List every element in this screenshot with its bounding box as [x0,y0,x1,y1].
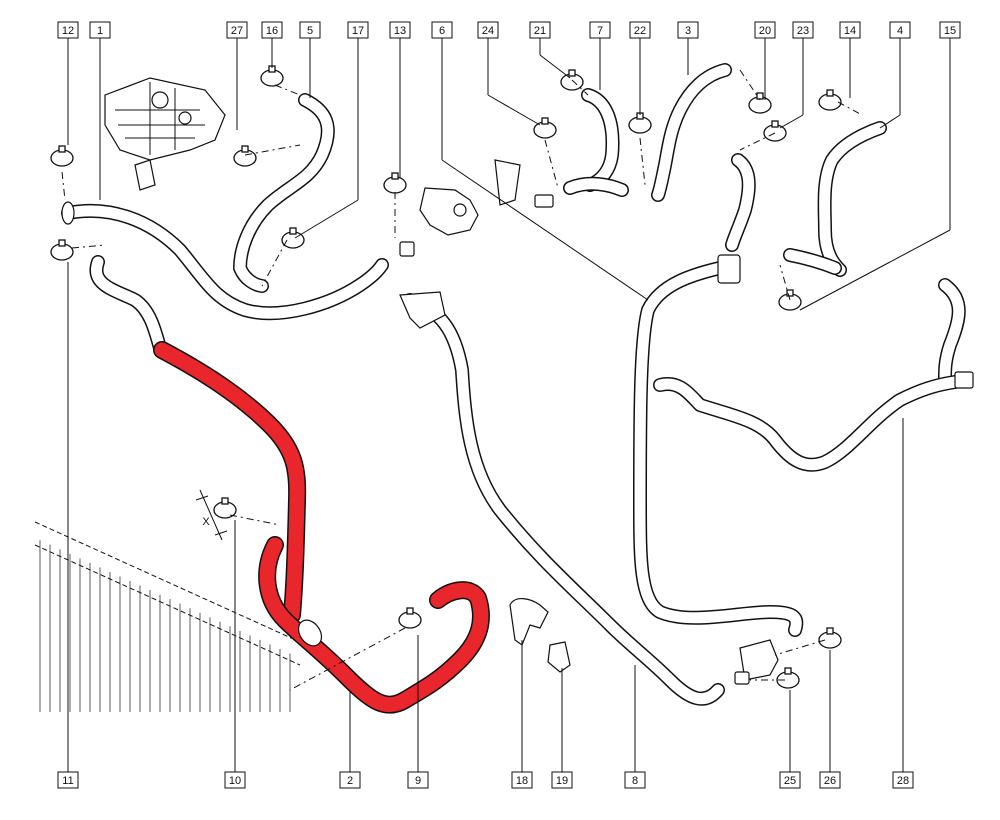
svg-text:5: 5 [307,25,313,37]
svg-text:15: 15 [944,25,956,37]
svg-text:9: 9 [415,775,421,787]
callout-24: 24 [477,21,499,39]
svg-text:10: 10 [229,775,241,787]
callout-21: 21 [529,21,551,39]
clamp-screw [241,145,249,153]
hose-3 [651,63,732,202]
callout-23: 23 [792,21,814,39]
svg-text:4: 4 [897,25,903,37]
clamp-screw [826,89,834,97]
svg-text:3: 3 [685,25,691,37]
engine-housing [104,77,226,191]
callout-22: 22 [629,21,651,39]
callout-3: 3 [677,21,699,39]
clamp-screw [289,227,297,235]
svg-text:14: 14 [844,25,856,37]
callout-7: 7 [589,21,611,39]
clamp-screw [771,120,779,128]
callout-2: 2 [339,771,361,789]
svg-text:11: 11 [62,775,73,787]
hose-4 [717,121,887,284]
svg-text:6: 6 [439,25,445,37]
callout-11: 11 [57,771,79,789]
svg-text:18: 18 [516,775,528,787]
clamp-screw [58,145,66,153]
callout-1: 1 [89,21,111,39]
callout-9: 9 [407,771,429,789]
callout-20: 20 [754,21,776,39]
svg-text:16: 16 [266,25,278,37]
dimension-marker: X [195,489,228,541]
hose-28 [653,278,974,472]
clamp-screw [58,239,66,247]
callout-13: 13 [389,21,411,39]
svg-text:1: 1 [97,25,103,37]
callout-5: 5 [299,21,321,39]
callout-8: 8 [624,771,646,789]
callout-28: 28 [892,771,914,789]
valve-block [734,639,779,685]
svg-text:8: 8 [632,775,638,787]
svg-text:22: 22 [634,25,646,37]
hose-1 [61,201,389,321]
svg-text:21: 21 [534,25,546,37]
clamp-screw [786,289,794,297]
svg-text:27: 27 [231,25,243,37]
clamp-screw [568,69,576,77]
hose-2-highlighted [153,341,490,714]
callout-19: 19 [551,771,573,789]
svg-text:28: 28 [897,775,909,787]
thermostat-housing [399,159,554,257]
callout-18: 18 [511,771,533,789]
callout-27: 27 [226,21,248,39]
hose-6 [633,261,804,637]
svg-text:2: 2 [347,775,353,787]
callout-17: 17 [347,21,369,39]
hose-upper-left-bend [89,255,167,355]
svg-text:23: 23 [797,25,809,37]
clamp-screw [826,627,834,635]
callout-12: 12 [57,21,79,39]
connection-lines [61,69,863,691]
hose-clamps [50,65,842,689]
svg-text:25: 25 [784,775,796,787]
svg-text:26: 26 [824,775,836,787]
hose-8 [399,291,725,706]
hose-7 [563,88,629,197]
callout-6: 6 [431,21,453,39]
svg-text:13: 13 [394,25,406,37]
svg-text:12: 12 [62,25,74,37]
clamp-screw [406,607,414,615]
clamp-screw [541,117,549,125]
x-dimension-label: X [202,516,210,528]
clamp-screw [756,92,764,100]
callout-14: 14 [839,21,861,39]
callout-4: 4 [889,21,911,39]
clamp-screw [784,667,792,675]
clamp-screw [221,497,229,505]
leader-lines [67,38,951,772]
svg-text:19: 19 [556,775,568,787]
callout-25: 25 [779,771,801,789]
svg-text:7: 7 [597,25,603,37]
bracket [509,598,571,673]
svg-text:17: 17 [352,25,364,37]
callout-26: 26 [819,771,841,789]
callout-16: 16 [261,21,283,39]
radiator [34,520,301,720]
hose-5 [233,93,335,293]
svg-text:20: 20 [759,25,771,37]
callout-15: 15 [939,21,961,39]
svg-text:24: 24 [482,25,494,37]
clamp-screw [391,172,399,180]
callout-10: 10 [224,771,246,789]
